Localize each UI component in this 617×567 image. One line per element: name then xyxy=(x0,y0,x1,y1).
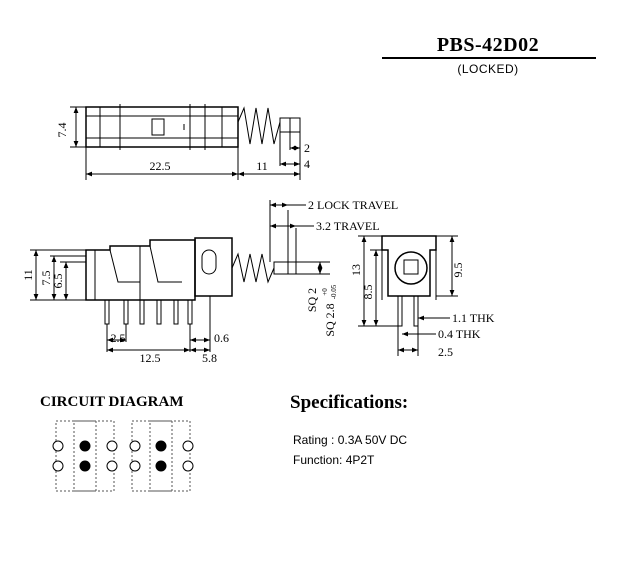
dim-11-side-label: 11 xyxy=(21,269,35,281)
top-view-spring xyxy=(237,106,281,145)
dim-5-8-label: 5.8 xyxy=(202,351,217,365)
top-view-housing xyxy=(85,106,239,148)
end-view-pin-left xyxy=(397,295,403,327)
contact-4c xyxy=(182,460,194,472)
dim-7-5-label: 7.5 xyxy=(39,271,53,286)
dim-22-5-label: 22.5 xyxy=(150,159,171,173)
contact-2a xyxy=(52,460,64,472)
dim-0-6-label: 0.6 xyxy=(214,331,229,345)
dim-2-label: 2 xyxy=(304,141,310,155)
dim-9-5-label: 9.5 xyxy=(451,263,465,278)
end-view-pin-right xyxy=(413,295,419,327)
dim-13-label: 13 xyxy=(349,264,363,276)
contact-4b xyxy=(155,460,167,472)
dim-sq2-label: SQ 2 xyxy=(305,288,319,312)
circuit-bracket-left-group xyxy=(55,420,97,492)
side-view-actuator-housing xyxy=(194,237,233,297)
end-view-housing xyxy=(381,235,437,297)
contact-1b xyxy=(79,440,91,452)
part-number-title: PBS-42D02 xyxy=(436,34,540,56)
dim-4-label: 4 xyxy=(304,157,310,171)
side-view-pin-3 xyxy=(139,299,145,325)
dim-8-5-label: 8.5 xyxy=(361,285,375,300)
dim-1-1-thk-label: 1.1 THK xyxy=(452,311,495,325)
circuit-bracket-right-group xyxy=(73,420,115,492)
side-view-plunger xyxy=(273,261,297,275)
specifications-heading: Specifications: xyxy=(290,392,409,413)
dim-2-5-side-label: 2.5 xyxy=(111,331,126,345)
top-view xyxy=(70,104,301,180)
spec-rating: Rating : 0.3A 50V DC xyxy=(293,433,408,447)
end-view-plunger-circle xyxy=(394,251,428,285)
dim-7-4-label: 7.4 xyxy=(55,123,69,138)
side-view-pin-4 xyxy=(156,299,162,325)
title-underline xyxy=(382,57,596,59)
circuit-diagram-heading: CIRCUIT DIAGRAM xyxy=(40,394,184,410)
mechanical-drawing: 7.4 22.5 11 2 4 xyxy=(21,104,495,365)
dim-sq2-8-tol-plus: +0 xyxy=(321,288,329,296)
side-view-pin-2 xyxy=(123,299,129,325)
contact-3a xyxy=(129,440,141,452)
circuit-bracket-left-group-2 xyxy=(131,420,173,492)
circuit-bracket-right-group-2 xyxy=(149,420,191,492)
dim-2-5-end-label: 2.5 xyxy=(438,345,453,359)
contact-4a xyxy=(129,460,141,472)
circuit-diagram xyxy=(52,420,194,492)
dim-sq2-8-label: SQ 2.8 xyxy=(323,303,337,336)
spec-function: Function: 4P2T xyxy=(293,453,375,467)
contact-3c xyxy=(182,440,194,452)
lock-travel-callout: 2 LOCK TRAVEL xyxy=(308,198,398,212)
dim-6-5-label: 6.5 xyxy=(51,274,65,289)
side-view-spring xyxy=(231,252,275,284)
dim-11-label: 11 xyxy=(256,159,268,173)
contact-1a xyxy=(52,440,64,452)
side-view-pin-6 xyxy=(187,299,193,325)
dim-12-5-label: 12.5 xyxy=(140,351,161,365)
contact-1c xyxy=(106,440,118,452)
dim-0-4-thk-label: 0.4 THK xyxy=(438,327,481,341)
dim-sq2-8-tol-minus: -0.05 xyxy=(330,284,338,299)
contact-2b xyxy=(79,460,91,472)
top-view-window xyxy=(151,118,165,136)
end-view-plunger-square xyxy=(403,259,419,275)
variant-subtitle: (LOCKED) xyxy=(457,62,519,76)
contact-3b xyxy=(155,440,167,452)
side-view-pin-5 xyxy=(173,299,179,325)
travel-callout: 3.2 TRAVEL xyxy=(316,219,380,233)
side-view xyxy=(30,200,330,353)
contact-2c xyxy=(106,460,118,472)
side-view-pin-1 xyxy=(104,299,110,325)
end-view xyxy=(358,235,458,356)
side-view-actuator-slot xyxy=(201,249,217,275)
side-view-housing xyxy=(85,239,196,301)
